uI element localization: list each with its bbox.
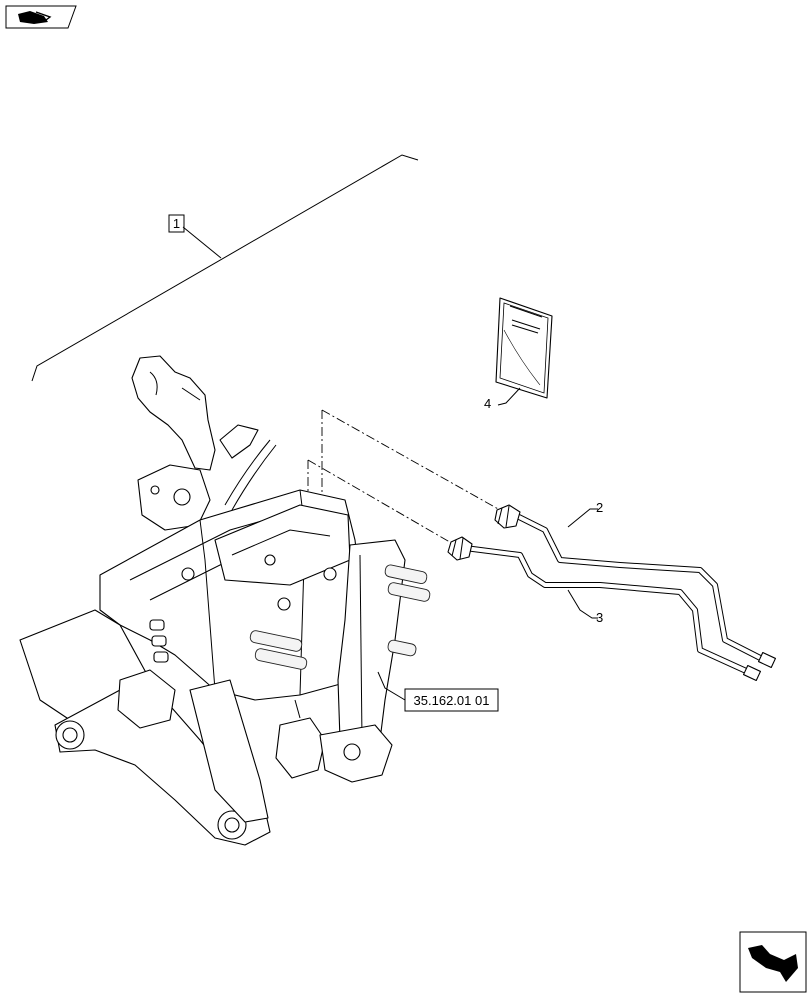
pipe-upper-nut — [494, 504, 521, 529]
callout-2-label[interactable]: 2 — [596, 500, 603, 515]
kit-bracket — [31, 154, 419, 382]
reference-box[interactable]: 35.162.01 01 — [404, 688, 499, 712]
leader-4 — [497, 387, 521, 406]
callout-4-label[interactable]: 4 — [484, 396, 491, 411]
callout-3-label[interactable]: 3 — [596, 610, 603, 625]
callout-1-label: 1 — [173, 216, 180, 231]
leader-3 — [567, 589, 598, 619]
pipe-lower-nut — [447, 536, 473, 561]
leader-2 — [567, 508, 598, 528]
reference-leader — [377, 671, 406, 701]
hydraulic-pipe-upper[interactable] — [494, 504, 777, 669]
callout-1[interactable]: 1 — [168, 214, 185, 233]
reference-box-label: 35.162.01 01 — [414, 693, 490, 708]
hydraulic-pipe-lower[interactable] — [447, 536, 762, 682]
quick-couplers-right — [249, 564, 431, 670]
front-linkage-assembly — [19, 355, 431, 846]
pipe-lower-end-fitting — [742, 664, 762, 682]
pipe-upper-end-fitting — [757, 651, 777, 669]
page-navigation-icon[interactable] — [5, 5, 77, 29]
manual-booklet[interactable] — [495, 297, 553, 399]
next-page-arrow-icon[interactable] — [739, 931, 807, 993]
